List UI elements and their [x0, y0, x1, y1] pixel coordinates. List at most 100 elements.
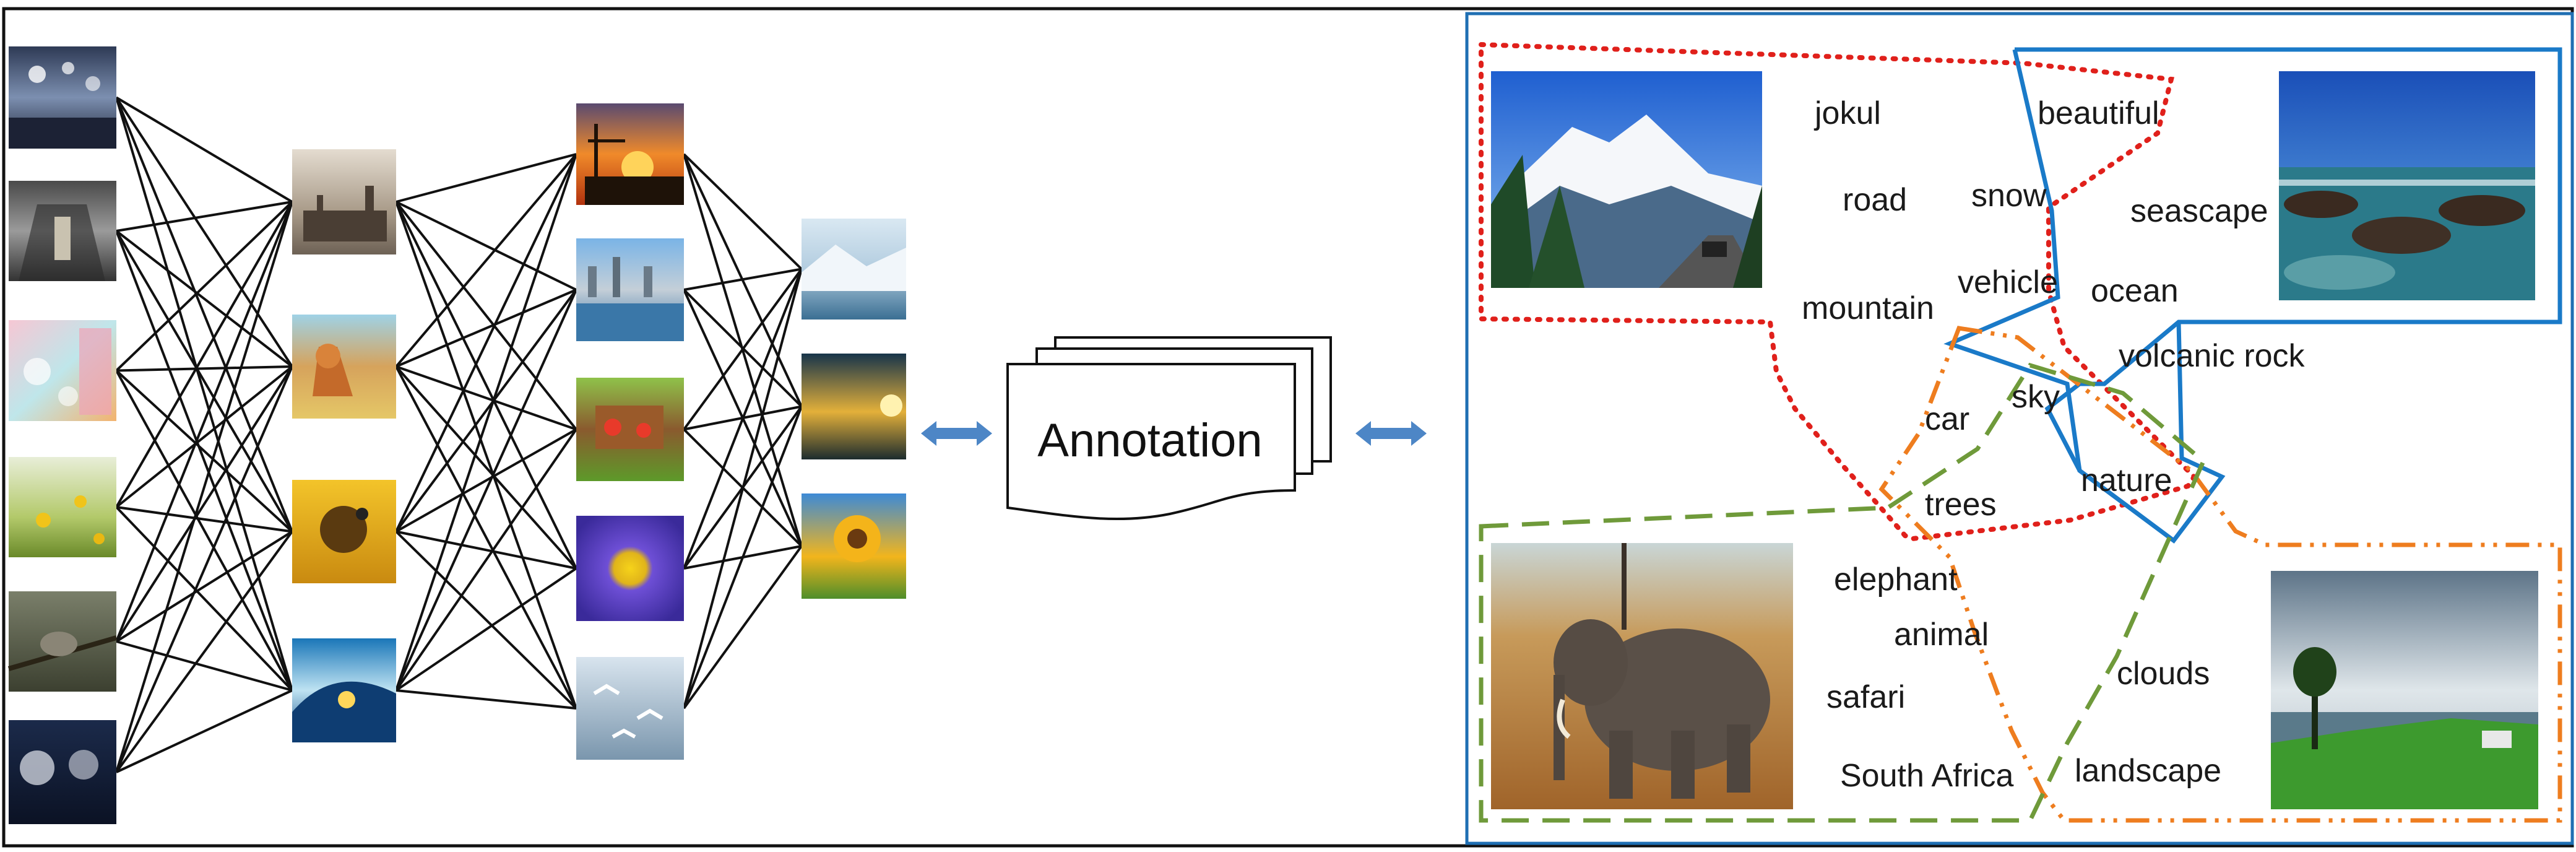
tag-nature: nature — [2081, 463, 2172, 498]
tag-clouds: clouds — [2117, 656, 2210, 692]
connection-bird-branch-to-surf-wave — [116, 640, 293, 692]
seascape-photo — [2279, 71, 2535, 300]
tag-south-africa: South Africa — [1840, 758, 2013, 794]
connection-fox-dog-to-harbor-city — [395, 289, 577, 368]
network-connections — [115, 96, 803, 773]
connection-purple-flower-to-snowy-lake — [683, 268, 803, 569]
tag-animal: animal — [1894, 617, 1989, 653]
tag-panel: jokul road mountain beautiful snow vehic… — [1465, 12, 2574, 845]
connection-surf-wave-to-birds-sky — [395, 689, 577, 710]
connection-library-hall-to-palace-sepia — [116, 201, 293, 232]
thumb-yellow-flowers — [9, 457, 116, 557]
connection-palace-sepia-to-harbor-city — [395, 201, 577, 291]
connection-surf-wave-to-sunset-silhouette — [395, 154, 577, 691]
thumb-fox-dog — [292, 315, 396, 419]
connection-surf-wave-to-harbor-city — [395, 289, 577, 691]
landscape-photo — [2271, 571, 2538, 809]
connection-bokeh-pastel-to-sunflower-bee — [115, 370, 293, 532]
mountain-road-photo — [1491, 71, 1762, 288]
connection-birds-sky-to-sunset-water — [683, 406, 803, 709]
annotation-document-stack: Annotation — [1006, 336, 1332, 521]
connection-library-hall-to-surf-wave — [115, 230, 293, 691]
connection-yellow-flowers-to-palace-sepia — [115, 201, 293, 508]
region-red-mountain — [1479, 41, 2198, 542]
thumb-sunflower-bee — [292, 480, 396, 583]
connection-surf-wave-to-sign-garden — [395, 428, 577, 692]
annotation-label: Annotation — [1037, 414, 1262, 467]
thumb-vintage-car — [9, 720, 116, 824]
tag-jokul: jokul — [1813, 95, 1881, 131]
connection-vintage-car-to-surf-wave — [116, 689, 293, 773]
connection-city-night-to-palace-sepia — [115, 96, 293, 203]
thumb-library-hall — [9, 181, 116, 281]
tag-landscape: landscape — [2075, 753, 2221, 789]
tag-road: road — [1843, 182, 1907, 218]
connection-sunflower-bee-to-purple-flower — [395, 530, 577, 570]
thumb-city-night — [9, 46, 116, 149]
connection-vintage-car-to-fox-dog — [115, 366, 293, 773]
connection-harbor-city-to-snowy-lake — [683, 267, 802, 291]
connection-palace-sepia-to-sunset-silhouette — [395, 153, 577, 203]
layer-3 — [576, 103, 684, 760]
tag-ocean: ocean — [2091, 273, 2179, 309]
connection-bokeh-pastel-to-fox-dog — [116, 365, 293, 372]
connection-bird-branch-to-sunflower-bee — [115, 530, 293, 643]
tag-mountain: mountain — [1802, 290, 1934, 326]
thumb-purple-flower — [576, 516, 684, 621]
connection-library-hall-to-fox-dog — [115, 230, 293, 368]
connection-sunset-silhouette-to-snowy-lake — [683, 153, 803, 270]
connection-fox-dog-to-birds-sky — [395, 366, 577, 709]
tag-beautiful: beautiful — [2038, 95, 2159, 131]
connection-sunflower-bee-to-sunset-silhouette — [395, 154, 577, 532]
arrow-annotation-to-tags — [1355, 421, 1427, 446]
connection-city-night-to-surf-wave — [115, 97, 293, 691]
thumb-sign-garden — [576, 378, 684, 481]
thumb-birds-sky — [576, 657, 684, 760]
connection-yellow-flowers-to-sunflower-bee — [116, 506, 293, 533]
connection-vintage-car-to-sunflower-bee — [115, 531, 293, 773]
region-green-elephant — [1479, 362, 2206, 823]
elephant-photo — [1491, 543, 1793, 809]
tag-car: car — [1925, 401, 1969, 437]
thumb-sunset-water — [802, 354, 906, 459]
connection-palace-sepia-to-purple-flower — [395, 201, 577, 569]
region-blue-seascape-inner — [1943, 49, 2176, 542]
tag-sky: sky — [2012, 379, 2060, 415]
connection-palace-sepia-to-birds-sky — [395, 201, 577, 709]
thumb-surf-wave — [292, 638, 396, 742]
connection-birds-sky-to-snowy-lake — [683, 268, 803, 709]
connection-yellow-flowers-to-fox-dog — [115, 365, 293, 508]
layer-1 — [7, 46, 118, 824]
connection-bokeh-pastel-to-palace-sepia — [115, 201, 293, 372]
connection-library-hall-to-sunflower-bee — [115, 230, 293, 532]
connection-sunflower-bee-to-harbor-city — [395, 289, 577, 532]
connection-fox-dog-to-purple-flower — [395, 365, 577, 570]
connection-palace-sepia-to-sign-garden — [395, 201, 577, 430]
connection-surf-wave-to-purple-flower — [395, 567, 577, 692]
connection-birds-sky-to-sunflower-sky — [683, 545, 803, 710]
tag-volcanic-rock: volcanic rock — [2119, 338, 2306, 374]
tag-vehicle: vehicle — [1958, 264, 2058, 300]
thumb-bird-branch — [7, 591, 118, 692]
connection-yellow-flowers-to-surf-wave — [115, 506, 293, 692]
arrow-network-to-annotation — [921, 421, 992, 446]
connection-sign-garden-to-snowy-lake — [683, 268, 803, 430]
region-orange-safari — [1878, 326, 2562, 823]
tag-elephant: elephant — [1834, 562, 1958, 598]
tag-snow: snow — [1971, 178, 2047, 214]
connection-bird-branch-to-fox-dog — [115, 365, 293, 643]
thumb-sunflower-sky — [802, 493, 906, 599]
tag-trees: trees — [1925, 487, 1997, 523]
region-blue-seascape — [2015, 47, 2562, 544]
tag-seascape: seascape — [2130, 193, 2268, 229]
tag-panel-border — [1465, 12, 2574, 845]
connection-vintage-car-to-palace-sepia — [115, 201, 293, 773]
connection-city-night-to-sunflower-bee — [115, 97, 293, 532]
thumb-palace-sepia — [292, 149, 396, 254]
tag-labels: jokul road mountain beautiful snow vehic… — [1802, 95, 2306, 794]
connection-fox-dog-to-sign-garden — [395, 365, 577, 431]
connection-bokeh-pastel-to-surf-wave — [115, 370, 293, 691]
thumb-snowy-lake — [802, 219, 906, 320]
